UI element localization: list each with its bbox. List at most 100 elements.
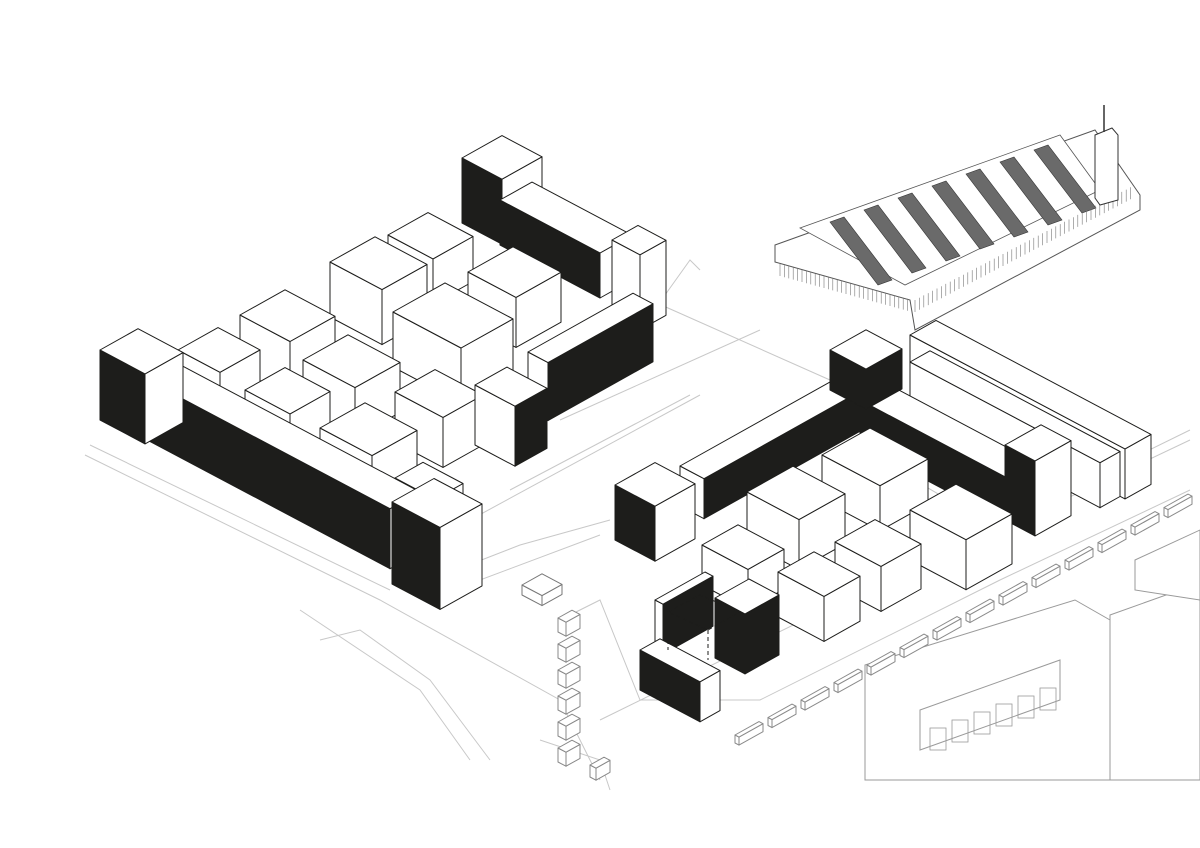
block-roof bbox=[909, 483, 1013, 541]
block-roof bbox=[521, 573, 563, 597]
block-roof bbox=[391, 478, 483, 528]
building-block bbox=[557, 635, 581, 663]
block-roof bbox=[557, 687, 581, 701]
context-window bbox=[1039, 687, 1057, 711]
block-roof bbox=[1163, 493, 1193, 511]
building-block bbox=[639, 638, 721, 723]
block-roof bbox=[1004, 424, 1072, 462]
context-window bbox=[929, 727, 947, 751]
block-roof bbox=[302, 334, 401, 389]
building-block bbox=[899, 633, 929, 659]
block-roof bbox=[746, 465, 846, 521]
building-block bbox=[1130, 511, 1160, 536]
building-block bbox=[557, 609, 581, 637]
context-window bbox=[995, 703, 1013, 727]
block-roof bbox=[833, 668, 863, 686]
context-window bbox=[973, 711, 991, 735]
building-block bbox=[557, 713, 581, 741]
proposed-building-blocks bbox=[99, 135, 1152, 723]
building-block bbox=[557, 739, 581, 767]
building-block bbox=[829, 329, 903, 410]
building-block bbox=[557, 687, 581, 715]
hall-skylight bbox=[897, 192, 961, 262]
building-block bbox=[714, 578, 780, 675]
block-roof bbox=[557, 713, 581, 727]
context-building bbox=[1134, 529, 1200, 601]
block-roof bbox=[866, 651, 896, 668]
building-block bbox=[965, 598, 995, 624]
block-roof bbox=[611, 224, 667, 256]
building-block bbox=[391, 478, 483, 610]
hall-skylight bbox=[863, 204, 927, 274]
building-block bbox=[474, 366, 548, 467]
block-roof bbox=[557, 661, 581, 675]
building-block bbox=[521, 573, 563, 607]
context-window bbox=[1017, 695, 1035, 719]
street-line bbox=[319, 629, 491, 761]
block-roof bbox=[244, 367, 331, 415]
block-roof bbox=[932, 616, 962, 633]
context-building bbox=[1109, 589, 1200, 781]
building-block bbox=[589, 756, 611, 781]
block-roof bbox=[527, 292, 654, 364]
building-block bbox=[767, 703, 797, 729]
building-block bbox=[800, 686, 830, 711]
building-block bbox=[614, 462, 696, 562]
historic-hall-building bbox=[774, 105, 1141, 331]
building-block bbox=[1031, 563, 1061, 589]
block-roof bbox=[557, 609, 581, 623]
block-roof bbox=[1130, 511, 1160, 528]
block-roof bbox=[614, 462, 696, 507]
block-roof bbox=[177, 327, 261, 373]
block-roof bbox=[557, 739, 581, 753]
existing-context-buildings bbox=[521, 493, 1200, 781]
block-roof bbox=[467, 246, 562, 298]
building-block bbox=[746, 465, 846, 571]
context-window bbox=[951, 719, 969, 743]
street-line bbox=[84, 454, 601, 781]
hall-skylight bbox=[1033, 144, 1097, 214]
block-roof bbox=[701, 524, 785, 570]
block-roof bbox=[387, 212, 474, 260]
building-block bbox=[99, 328, 184, 445]
block-roof bbox=[734, 721, 764, 738]
building-block bbox=[734, 721, 764, 746]
street-line bbox=[509, 394, 691, 491]
block-roof bbox=[319, 402, 418, 457]
street-line bbox=[469, 394, 701, 521]
block-roof bbox=[767, 703, 797, 721]
building-block bbox=[1064, 546, 1094, 571]
street-line bbox=[299, 609, 471, 761]
hall-skylight bbox=[999, 156, 1063, 226]
building-block bbox=[1097, 528, 1127, 554]
block-roof bbox=[834, 519, 922, 567]
hall-skylight bbox=[931, 180, 995, 250]
block-roof bbox=[589, 756, 611, 769]
block-roof bbox=[777, 551, 861, 597]
street-line bbox=[559, 329, 761, 421]
block-roof bbox=[965, 598, 995, 616]
block-roof bbox=[1031, 563, 1061, 581]
context-building bbox=[919, 659, 1061, 751]
building-block bbox=[1163, 493, 1193, 519]
hall-skylight bbox=[965, 168, 1029, 238]
street-line bbox=[649, 299, 831, 381]
block-roof bbox=[909, 319, 1152, 450]
building-block bbox=[998, 581, 1028, 606]
block-roof bbox=[474, 366, 548, 407]
block-roof bbox=[239, 289, 336, 342]
block-roof bbox=[714, 578, 780, 615]
block-roof bbox=[1097, 528, 1127, 546]
street-line bbox=[89, 444, 391, 591]
block-roof bbox=[99, 328, 184, 375]
block-roof bbox=[654, 571, 714, 605]
block-roof bbox=[639, 638, 721, 683]
block-roof bbox=[461, 135, 543, 180]
block-roof bbox=[800, 686, 830, 703]
hall-skylight bbox=[829, 216, 893, 286]
building-block bbox=[557, 661, 581, 689]
building-block bbox=[1004, 424, 1072, 537]
building-block bbox=[932, 616, 962, 641]
